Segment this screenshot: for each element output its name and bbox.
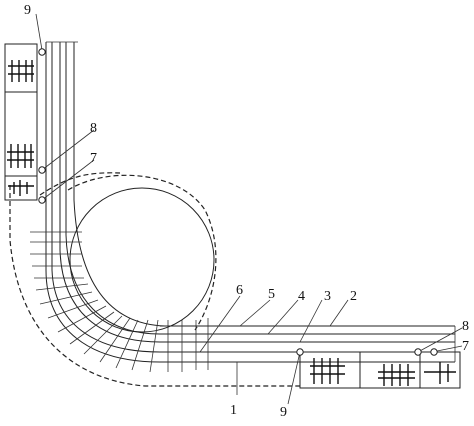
label-9-bottom: 9	[280, 405, 287, 420]
horizontal-rails	[160, 325, 456, 363]
label-5: 5	[268, 287, 275, 302]
label-6: 6	[236, 283, 243, 298]
dashed-envelope	[9, 174, 300, 387]
label-7-left: 7	[90, 151, 97, 166]
equipment-box-bottom	[299, 351, 461, 389]
node-9-top	[38, 48, 46, 56]
label-1: 1	[230, 403, 237, 418]
label-4: 4	[298, 289, 305, 304]
node-9-bottom	[296, 348, 304, 356]
node-8-left	[38, 166, 46, 174]
leader-lines	[35, 13, 463, 405]
label-2: 2	[350, 289, 357, 304]
label-9-top: 9	[24, 3, 31, 18]
equipment-box-top	[4, 43, 38, 201]
dashed-envelope-upper	[39, 172, 121, 196]
node-7-left	[38, 196, 46, 204]
vertical-rails	[45, 41, 78, 270]
label-8-left: 8	[90, 121, 97, 136]
node-8-right	[414, 348, 422, 356]
label-8-right: 8	[462, 319, 469, 334]
loop-circle	[69, 187, 215, 333]
cross-ties	[30, 231, 209, 373]
node-7-right	[430, 348, 438, 356]
curved-rails	[45, 199, 300, 363]
label-7-right: 7	[462, 339, 469, 354]
label-3: 3	[324, 289, 331, 304]
